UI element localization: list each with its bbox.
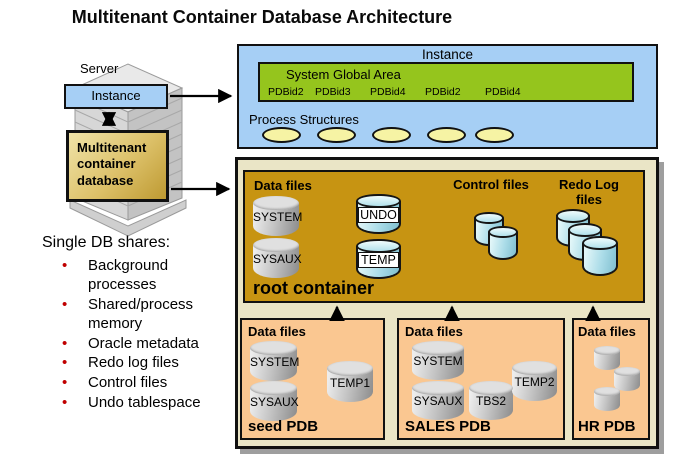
process-ellipse xyxy=(372,127,411,143)
cylinder-system: SYSTEM xyxy=(250,341,299,381)
share-item: Shared/process memory xyxy=(60,296,212,334)
pdb-data-files-label: Data files xyxy=(248,324,306,339)
cylinder-temp: TEMP xyxy=(356,239,401,279)
pdb-id-label: PDBid3 xyxy=(315,86,351,98)
cylinder-undo: UNDO xyxy=(356,194,401,234)
pdb-data-files-label: Data files xyxy=(578,324,636,339)
process-structures-label: Process Structures xyxy=(249,112,359,127)
pdb-id-label: PDBid4 xyxy=(370,86,406,98)
pdb-name-label: HR PDB xyxy=(578,418,636,435)
root-data-files-label: Data files xyxy=(254,178,312,193)
cdb-outer-box: Data files SYSTEM SYSAUX UNDO TEMP Contr… xyxy=(235,157,659,449)
cylinder-redo-log xyxy=(582,236,618,276)
share-item: Redo log files xyxy=(60,354,212,373)
cylinder-system: SYSTEM xyxy=(412,341,464,380)
pdb-box-hr: Data files HR PDB xyxy=(572,318,650,440)
process-ellipse xyxy=(262,127,301,143)
cylinder-control-file xyxy=(488,226,518,260)
redo-log-files-label: Redo Log files xyxy=(559,177,619,207)
server-label: Server xyxy=(80,61,119,76)
root-container-box: Data files SYSTEM SYSAUX UNDO TEMP Contr… xyxy=(243,170,645,303)
cylinder-system: SYSTEM xyxy=(253,196,302,236)
pdb-box-sales: Data files SYSTEM SYSAUX TBS2 TEMP2 SALE… xyxy=(397,318,565,440)
control-files-label: Control files xyxy=(453,177,529,192)
process-ellipse xyxy=(317,127,356,143)
pdb-id-label: PDBid4 xyxy=(485,86,521,98)
system-global-area-box: System Global Area PDBid2 PDBid3 PDBid4 … xyxy=(258,62,634,102)
instance-panel: Instance System Global Area PDBid2 PDBid… xyxy=(237,44,658,149)
cylinder-temp1: TEMP1 xyxy=(327,361,373,402)
cylinder-sysaux: SYSAUX xyxy=(412,381,464,420)
cylinder-datafile xyxy=(594,346,620,370)
pdb-name-label: SALES PDB xyxy=(405,418,491,435)
cylinder-tbs2: TBS2 xyxy=(469,381,513,420)
pdb-id-label: PDBid2 xyxy=(268,86,304,98)
share-item: Control files xyxy=(60,374,212,393)
root-container-label: root container xyxy=(253,278,375,298)
shares-list: Background processes Shared/process memo… xyxy=(60,257,212,414)
page-title: Multitenant Container Database Architect… xyxy=(71,7,453,27)
cylinder-sysaux: SYSAUX xyxy=(250,381,299,421)
cylinder-datafile xyxy=(594,387,620,411)
pdb-name-label: seed PDB xyxy=(248,418,319,435)
share-item: Background processes xyxy=(60,257,212,295)
shares-heading: Single DB shares: xyxy=(42,234,171,251)
share-item: Undo tablespace xyxy=(60,394,212,413)
cylinder-datafile xyxy=(614,367,640,391)
instance-box-left: Instance xyxy=(64,84,168,109)
pdb-data-files-label: Data files xyxy=(405,324,463,339)
process-ellipse xyxy=(427,127,466,143)
multitenant-container-database-box: Multitenant container database xyxy=(66,130,169,202)
pdb-box-seed: Data files SYSTEM SYSAUX TEMP1 seed PDB xyxy=(240,318,385,440)
share-item: Oracle metadata xyxy=(60,335,212,354)
instance-panel-title: Instance xyxy=(421,47,474,62)
cylinder-sysaux: SYSAUX xyxy=(253,238,302,278)
cylinder-temp2: TEMP2 xyxy=(512,361,557,401)
process-ellipse xyxy=(475,127,514,143)
sga-title: System Global Area xyxy=(286,67,401,82)
pdb-id-label: PDBid2 xyxy=(425,86,461,98)
